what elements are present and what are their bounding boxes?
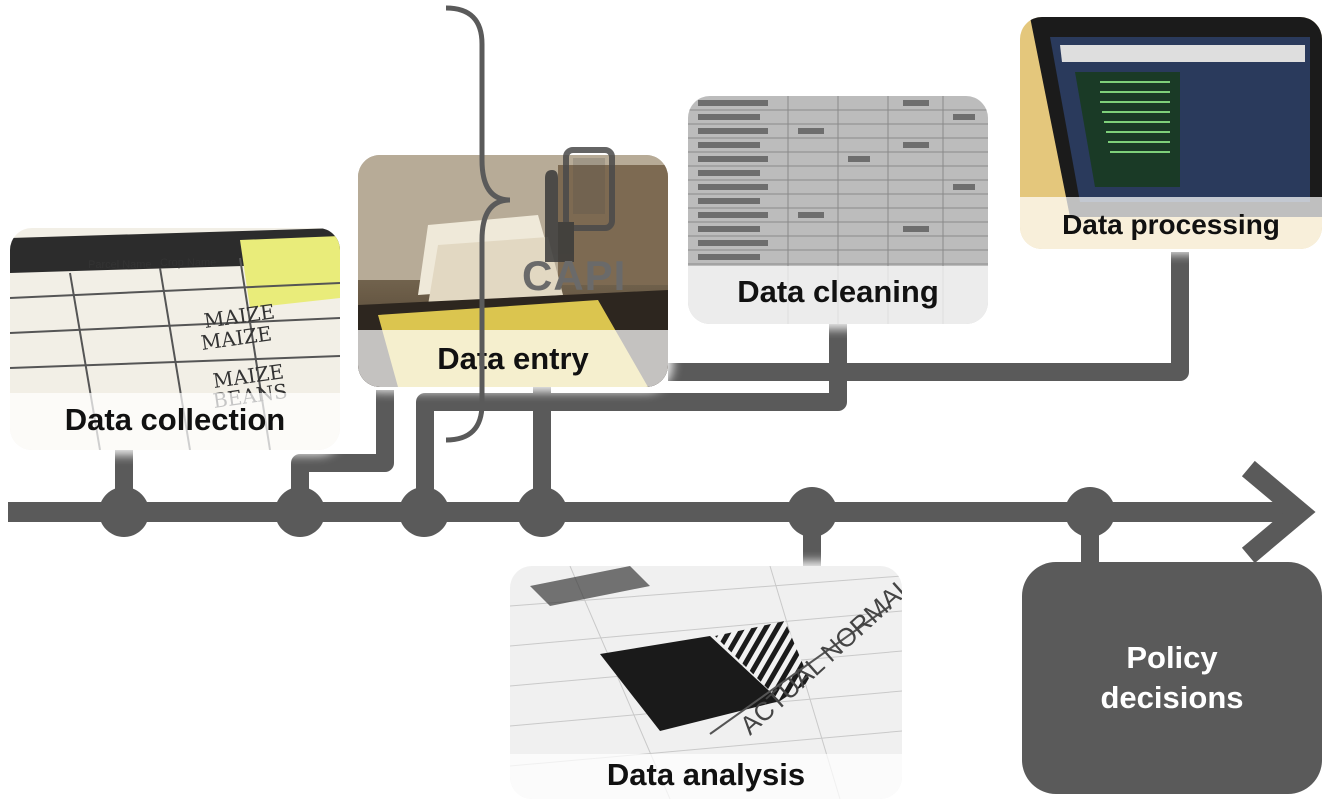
svg-text:Parcel Name: Parcel Name xyxy=(88,259,152,271)
timeline-node xyxy=(1065,487,1115,537)
bar-chart-photo: ACTUAL NORMAL xyxy=(510,566,902,799)
svg-text:Crop Name: Crop Name xyxy=(160,257,216,269)
data-processing-label: Data processing xyxy=(1062,209,1280,240)
form-photo: Parcel Name Crop Name MAIZE MAIZE MAIZE … xyxy=(10,228,340,450)
spreadsheet-photo xyxy=(688,96,988,324)
timeline-node xyxy=(399,487,449,537)
capi-label: CAPI xyxy=(522,252,627,299)
data-entry-label: Data entry xyxy=(437,341,589,376)
timeline-node xyxy=(99,487,149,537)
laptop-screen-photo xyxy=(1020,17,1322,249)
data-cleaning-card: Data cleaning xyxy=(688,96,988,324)
office-photo xyxy=(358,155,668,387)
data-collection-card: Parcel Name Crop Name MAIZE MAIZE MAIZE … xyxy=(10,228,340,450)
data-analysis-label: Data analysis xyxy=(606,757,806,792)
data-entry-card: Data entry xyxy=(358,155,668,387)
connector-processing xyxy=(668,252,1189,381)
policy-decisions-label: Policy decisions xyxy=(1100,640,1244,715)
data-processing-card: Data processing xyxy=(1020,17,1322,249)
timeline-node xyxy=(517,487,567,537)
policy-decisions-box: Policy decisions xyxy=(1022,562,1322,794)
arrow-head xyxy=(1241,460,1316,564)
timeline-node xyxy=(275,487,325,537)
data-cleaning-label: Data cleaning xyxy=(737,274,939,309)
data-collection-label: Data collection xyxy=(64,402,286,437)
data-analysis-card: ACTUAL NORMAL Data analysis xyxy=(510,566,902,799)
timeline-node xyxy=(787,487,837,537)
connector-cleaning xyxy=(416,322,847,512)
